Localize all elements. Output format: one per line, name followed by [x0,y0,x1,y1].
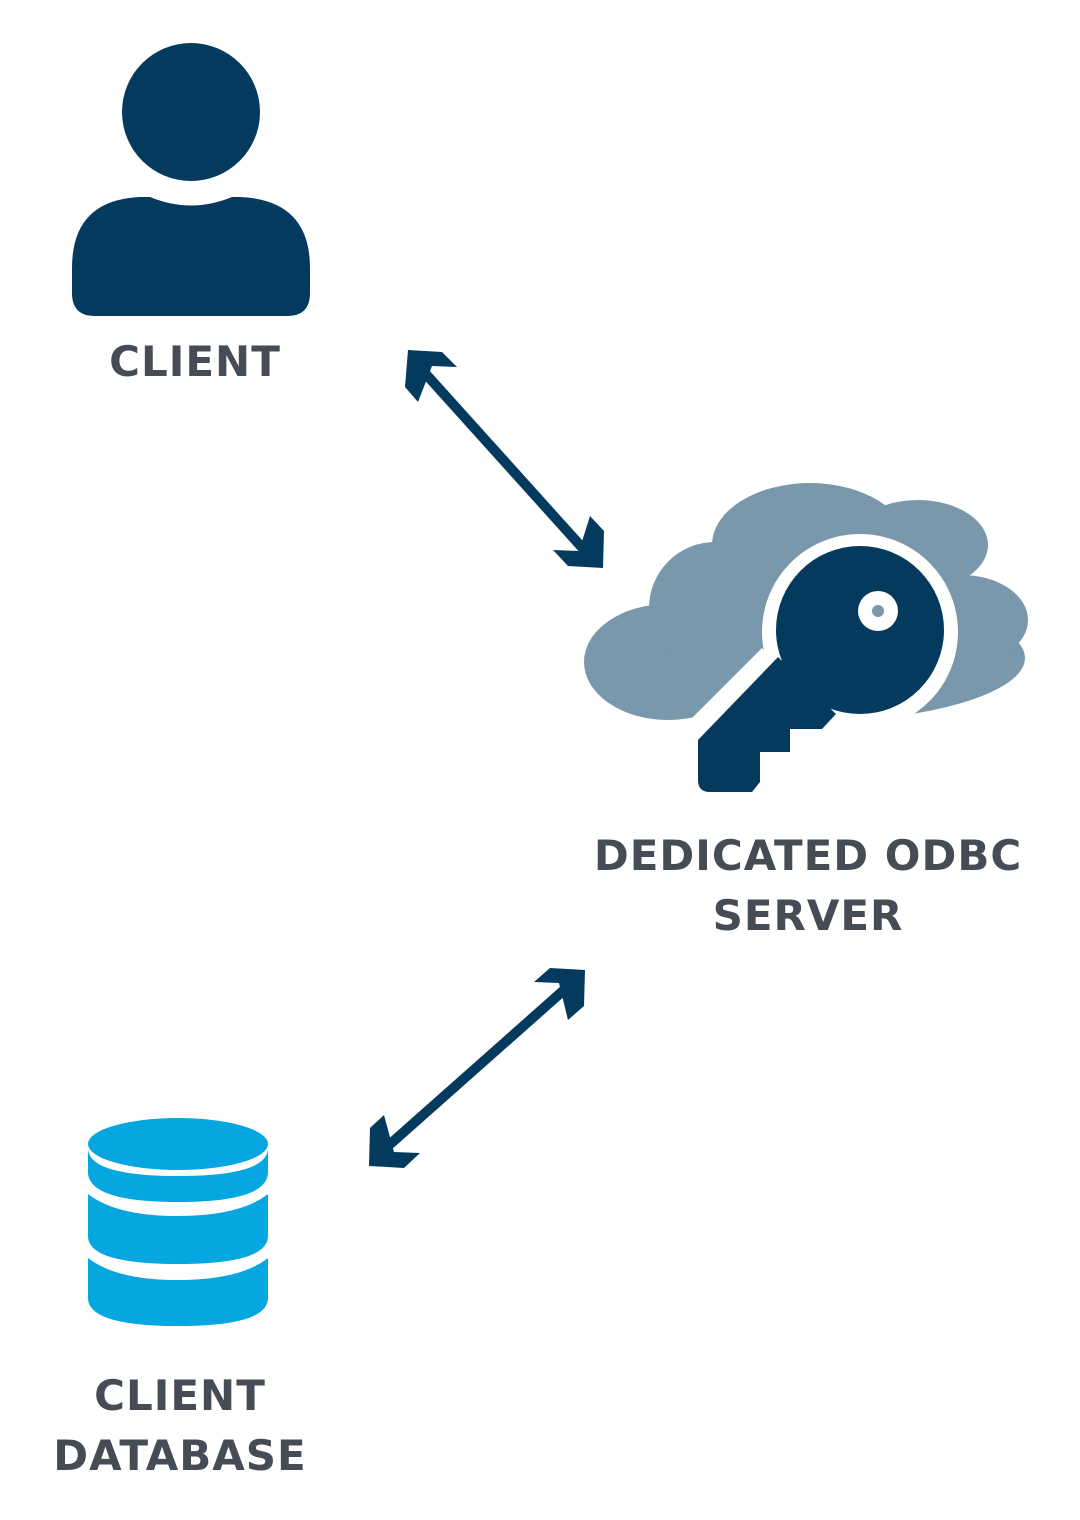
database-icon [88,1118,268,1326]
client-label-text: CLIENT [109,337,281,386]
cloud-key-icon [584,483,1028,792]
key-icon [698,546,944,792]
person-icon [72,43,310,316]
database-label-line2: DATABASE [53,1431,307,1480]
server-label: DEDICATED ODBC SERVER [548,826,1068,946]
database-label-line1: CLIENT [94,1371,266,1420]
bidirectional-arrow-server-database [369,968,585,1168]
database-label: CLIENT DATABASE [20,1366,340,1486]
server-label-line2: SERVER [712,891,904,940]
server-label-line1: DEDICATED ODBC [593,831,1023,880]
client-label: CLIENT [45,332,345,392]
bidirectional-arrow-client-server [405,350,604,568]
